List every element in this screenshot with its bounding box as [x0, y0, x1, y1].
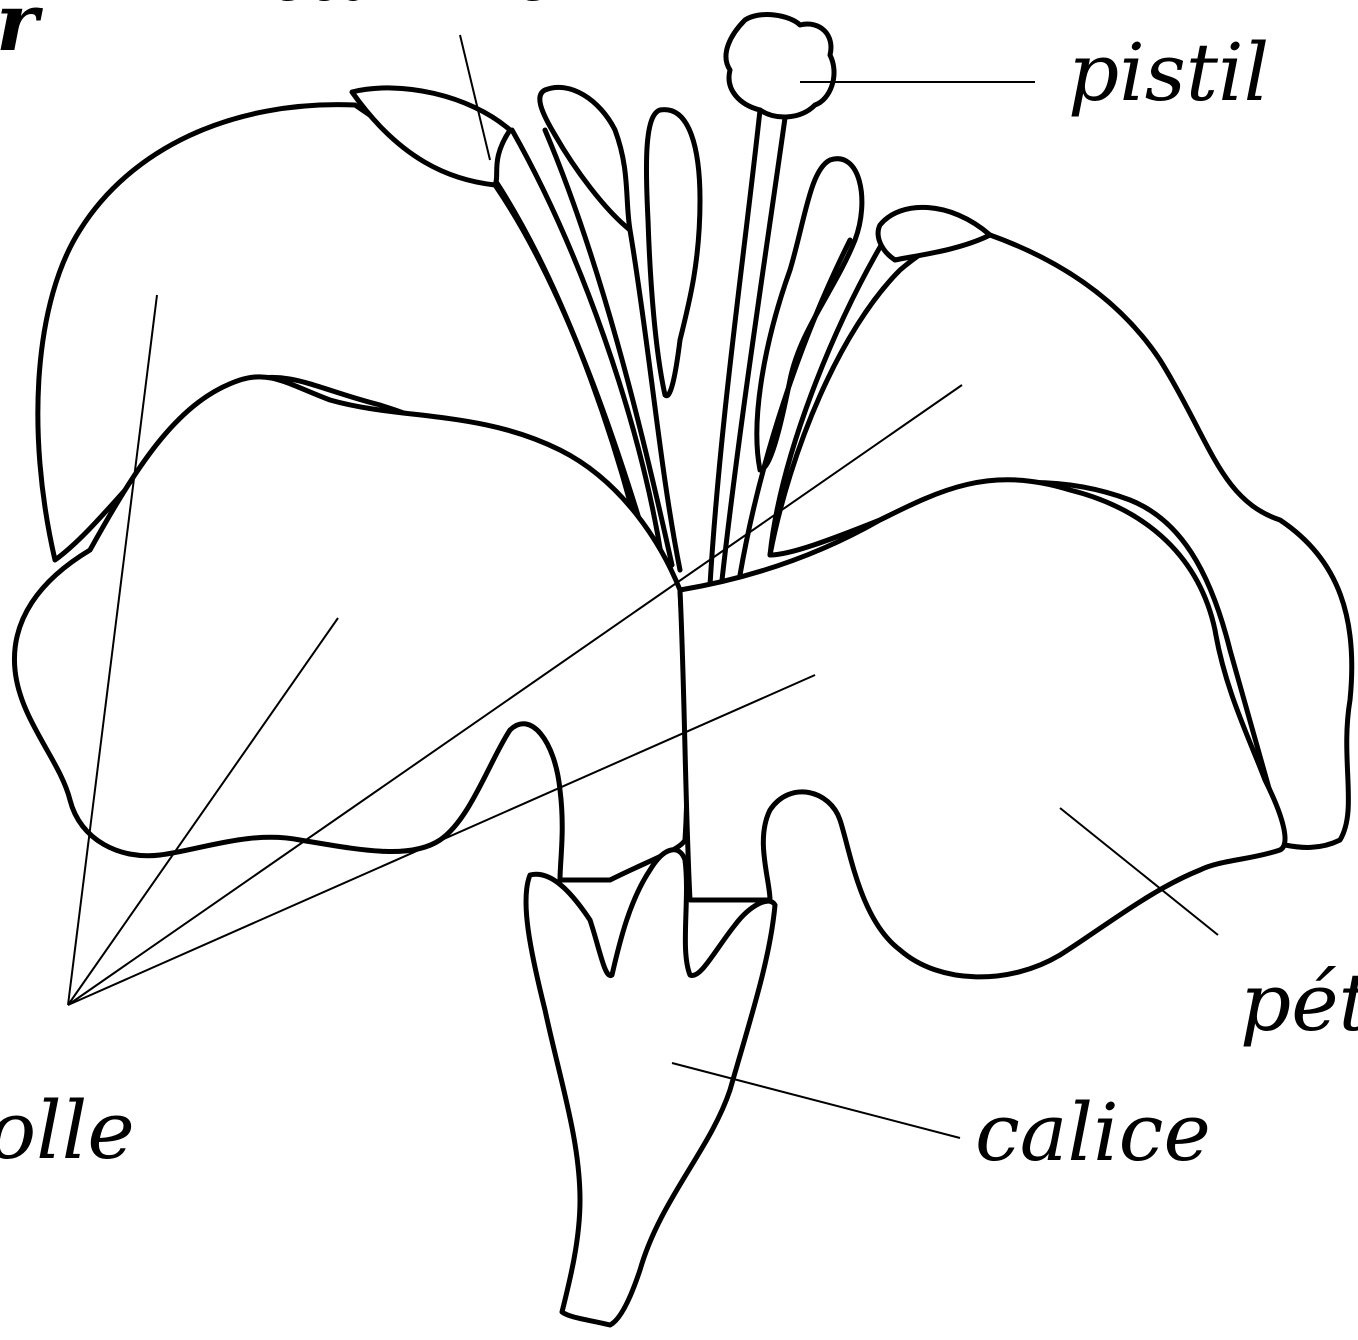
calyx	[526, 850, 775, 1325]
label-calice: calice	[975, 1086, 1211, 1179]
label-pistil: pistil	[1068, 26, 1269, 119]
title-fragment: r	[0, 0, 43, 69]
label-petale: pét	[1240, 956, 1358, 1049]
pistil-stigma	[726, 15, 834, 117]
label-etamine: étamine	[270, 0, 557, 17]
stamen-anther-3	[646, 110, 700, 396]
label-corolle: olle	[0, 1084, 135, 1177]
